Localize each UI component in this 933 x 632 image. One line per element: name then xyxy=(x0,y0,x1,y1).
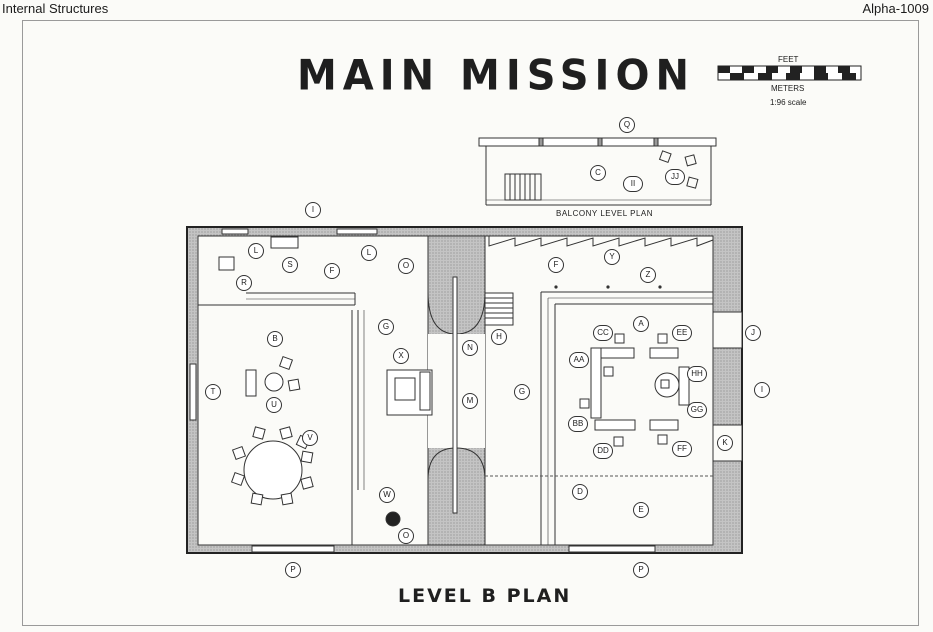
label-j: J xyxy=(745,325,761,341)
label-f-right: F xyxy=(548,257,564,273)
page-title: MAIN MISSION xyxy=(297,51,695,101)
scale-bar xyxy=(717,65,862,81)
scale-feet-label: FEET xyxy=(778,55,799,64)
label-bb: BB xyxy=(568,416,588,432)
label-o-top: O xyxy=(398,258,414,274)
label-v: V xyxy=(302,430,318,446)
label-d: D xyxy=(572,484,588,500)
label-ff: FF xyxy=(672,441,692,457)
label-z: Z xyxy=(640,267,656,283)
label-a: A xyxy=(633,316,649,332)
label-y: Y xyxy=(604,249,620,265)
scale-meters-label: METERS xyxy=(771,84,805,93)
furniture xyxy=(218,236,690,527)
label-c: C xyxy=(590,165,606,181)
label-e: E xyxy=(633,502,649,518)
label-h: H xyxy=(491,329,507,345)
label-ee: EE xyxy=(672,325,692,341)
label-b: B xyxy=(267,331,283,347)
label-cc: CC xyxy=(593,325,613,341)
label-jj: JJ xyxy=(665,169,685,185)
label-g-left: G xyxy=(378,319,394,335)
label-l-left: L xyxy=(248,243,264,259)
label-ii: II xyxy=(623,176,643,192)
label-r: R xyxy=(236,275,252,291)
label-dd: DD xyxy=(593,443,613,459)
label-t: T xyxy=(205,384,221,400)
plan-subtitle: LEVEL B PLAN xyxy=(398,585,572,607)
label-aa: AA xyxy=(569,352,589,368)
label-i-top: I xyxy=(305,202,321,218)
label-o-bottom: O xyxy=(398,528,414,544)
label-p-left: P xyxy=(285,562,301,578)
header-left: Internal Structures xyxy=(2,1,109,16)
scale-ratio-label: 1:96 scale xyxy=(770,98,807,107)
header-right: Alpha-1009 xyxy=(862,1,930,16)
balcony-plan xyxy=(478,137,717,206)
page-frame xyxy=(22,20,919,626)
label-p-right: P xyxy=(633,562,649,578)
label-q-balcony: Q xyxy=(619,117,635,133)
label-u: U xyxy=(266,397,282,413)
label-s: S xyxy=(282,257,298,273)
label-gg: GG xyxy=(687,402,707,418)
label-m: M xyxy=(462,393,478,409)
label-l-right: L xyxy=(361,245,377,261)
balcony-caption: BALCONY LEVEL PLAN xyxy=(556,209,654,218)
label-x: X xyxy=(393,348,409,364)
label-g-right: G xyxy=(514,384,530,400)
label-k: K xyxy=(717,435,733,451)
label-w: W xyxy=(379,487,395,503)
label-hh: HH xyxy=(687,366,707,382)
label-n: N xyxy=(462,340,478,356)
label-i-right: I xyxy=(754,382,770,398)
label-f-left: F xyxy=(324,263,340,279)
